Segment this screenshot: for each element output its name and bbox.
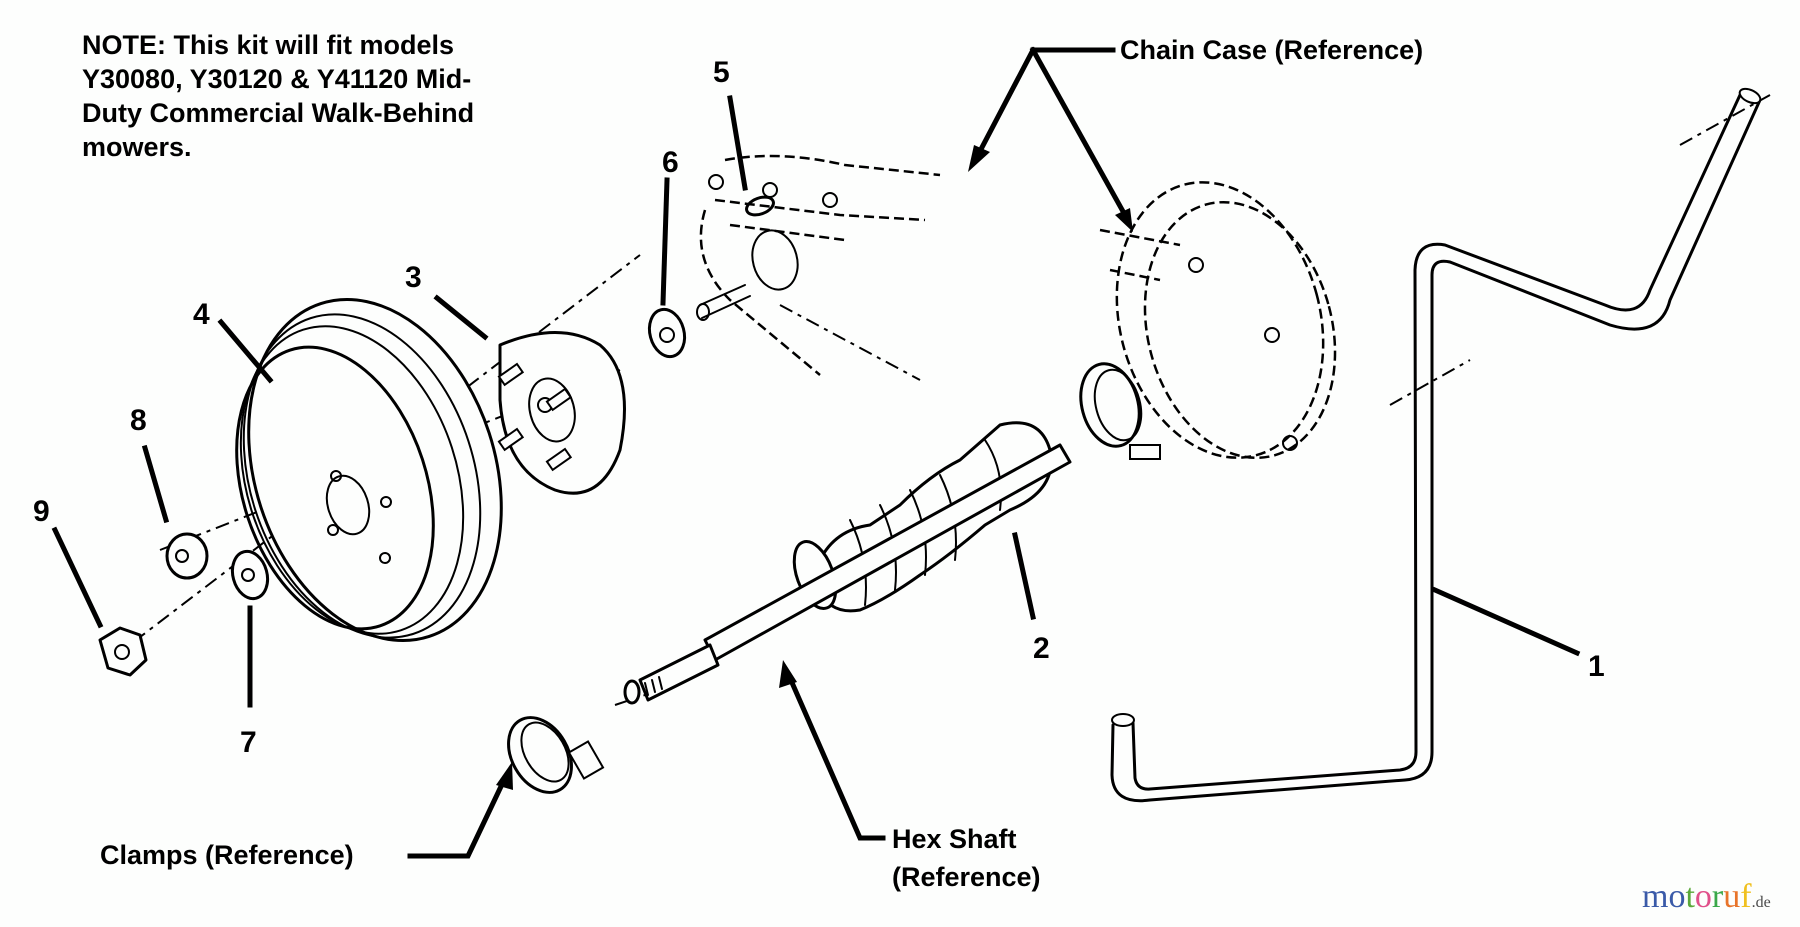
note-line: NOTE: This kit will fit models <box>82 30 455 60</box>
callout-1[interactable]: 1 <box>1588 650 1605 683</box>
part-handle-rod[interactable] <box>1110 86 1763 803</box>
chain-case-label: Chain Case (Reference) <box>1120 35 1424 65</box>
callout-8[interactable]: 8 <box>130 404 147 437</box>
clamp-upper <box>1079 362 1161 460</box>
hex-shaft-arrow <box>779 660 886 841</box>
callout-2[interactable]: 2 <box>1033 632 1050 665</box>
clamps-label: Clamps (Reference) <box>100 840 354 870</box>
clamps-arrow <box>407 762 513 859</box>
chain-case-outline <box>699 154 1337 460</box>
stub-shaft <box>696 229 799 321</box>
note-line: Duty Commercial Walk-Behind <box>82 98 475 128</box>
callout-6[interactable]: 6 <box>662 146 679 179</box>
note-line: Y30080, Y30120 & Y41120 Mid- <box>82 64 472 94</box>
part-hub[interactable] <box>497 331 626 495</box>
part-flange-nut[interactable] <box>165 532 209 580</box>
callout-3[interactable]: 3 <box>405 261 422 294</box>
watermark-letter: o <box>1694 878 1712 915</box>
watermark-tld: .de <box>1751 894 1771 911</box>
watermark-letter: u <box>1723 878 1741 915</box>
hex-shaft-label-line2: (Reference) <box>892 862 1041 892</box>
callout-7[interactable]: 7 <box>240 726 257 759</box>
watermark-letter: m <box>1642 878 1669 915</box>
watermark-letter: f <box>1740 878 1752 915</box>
watermark-letter: t <box>1685 878 1695 915</box>
callout-4[interactable]: 4 <box>193 298 210 331</box>
compatibility-note: NOTE: This kit will fit models Y30080, Y… <box>82 28 552 164</box>
watermark-letter: r <box>1711 878 1724 915</box>
note-line: mowers. <box>82 132 192 162</box>
watermark-letter: o <box>1668 878 1686 915</box>
hex-shaft-label-line1: Hex Shaft <box>892 824 1017 854</box>
callout-9[interactable]: 9 <box>33 495 50 528</box>
part-hex-nut[interactable] <box>98 626 148 677</box>
chain-case-arrows <box>968 46 1133 232</box>
callout-leaders <box>51 95 1581 708</box>
part-flat-washer[interactable] <box>227 547 272 602</box>
callout-5[interactable]: 5 <box>713 56 730 89</box>
clamp-lower <box>507 716 605 794</box>
motoruf-watermark: motoruf.de <box>1642 880 1771 920</box>
part-washer[interactable] <box>644 305 689 360</box>
part-wheel[interactable] <box>203 266 544 673</box>
hex-shaft <box>623 443 1072 705</box>
